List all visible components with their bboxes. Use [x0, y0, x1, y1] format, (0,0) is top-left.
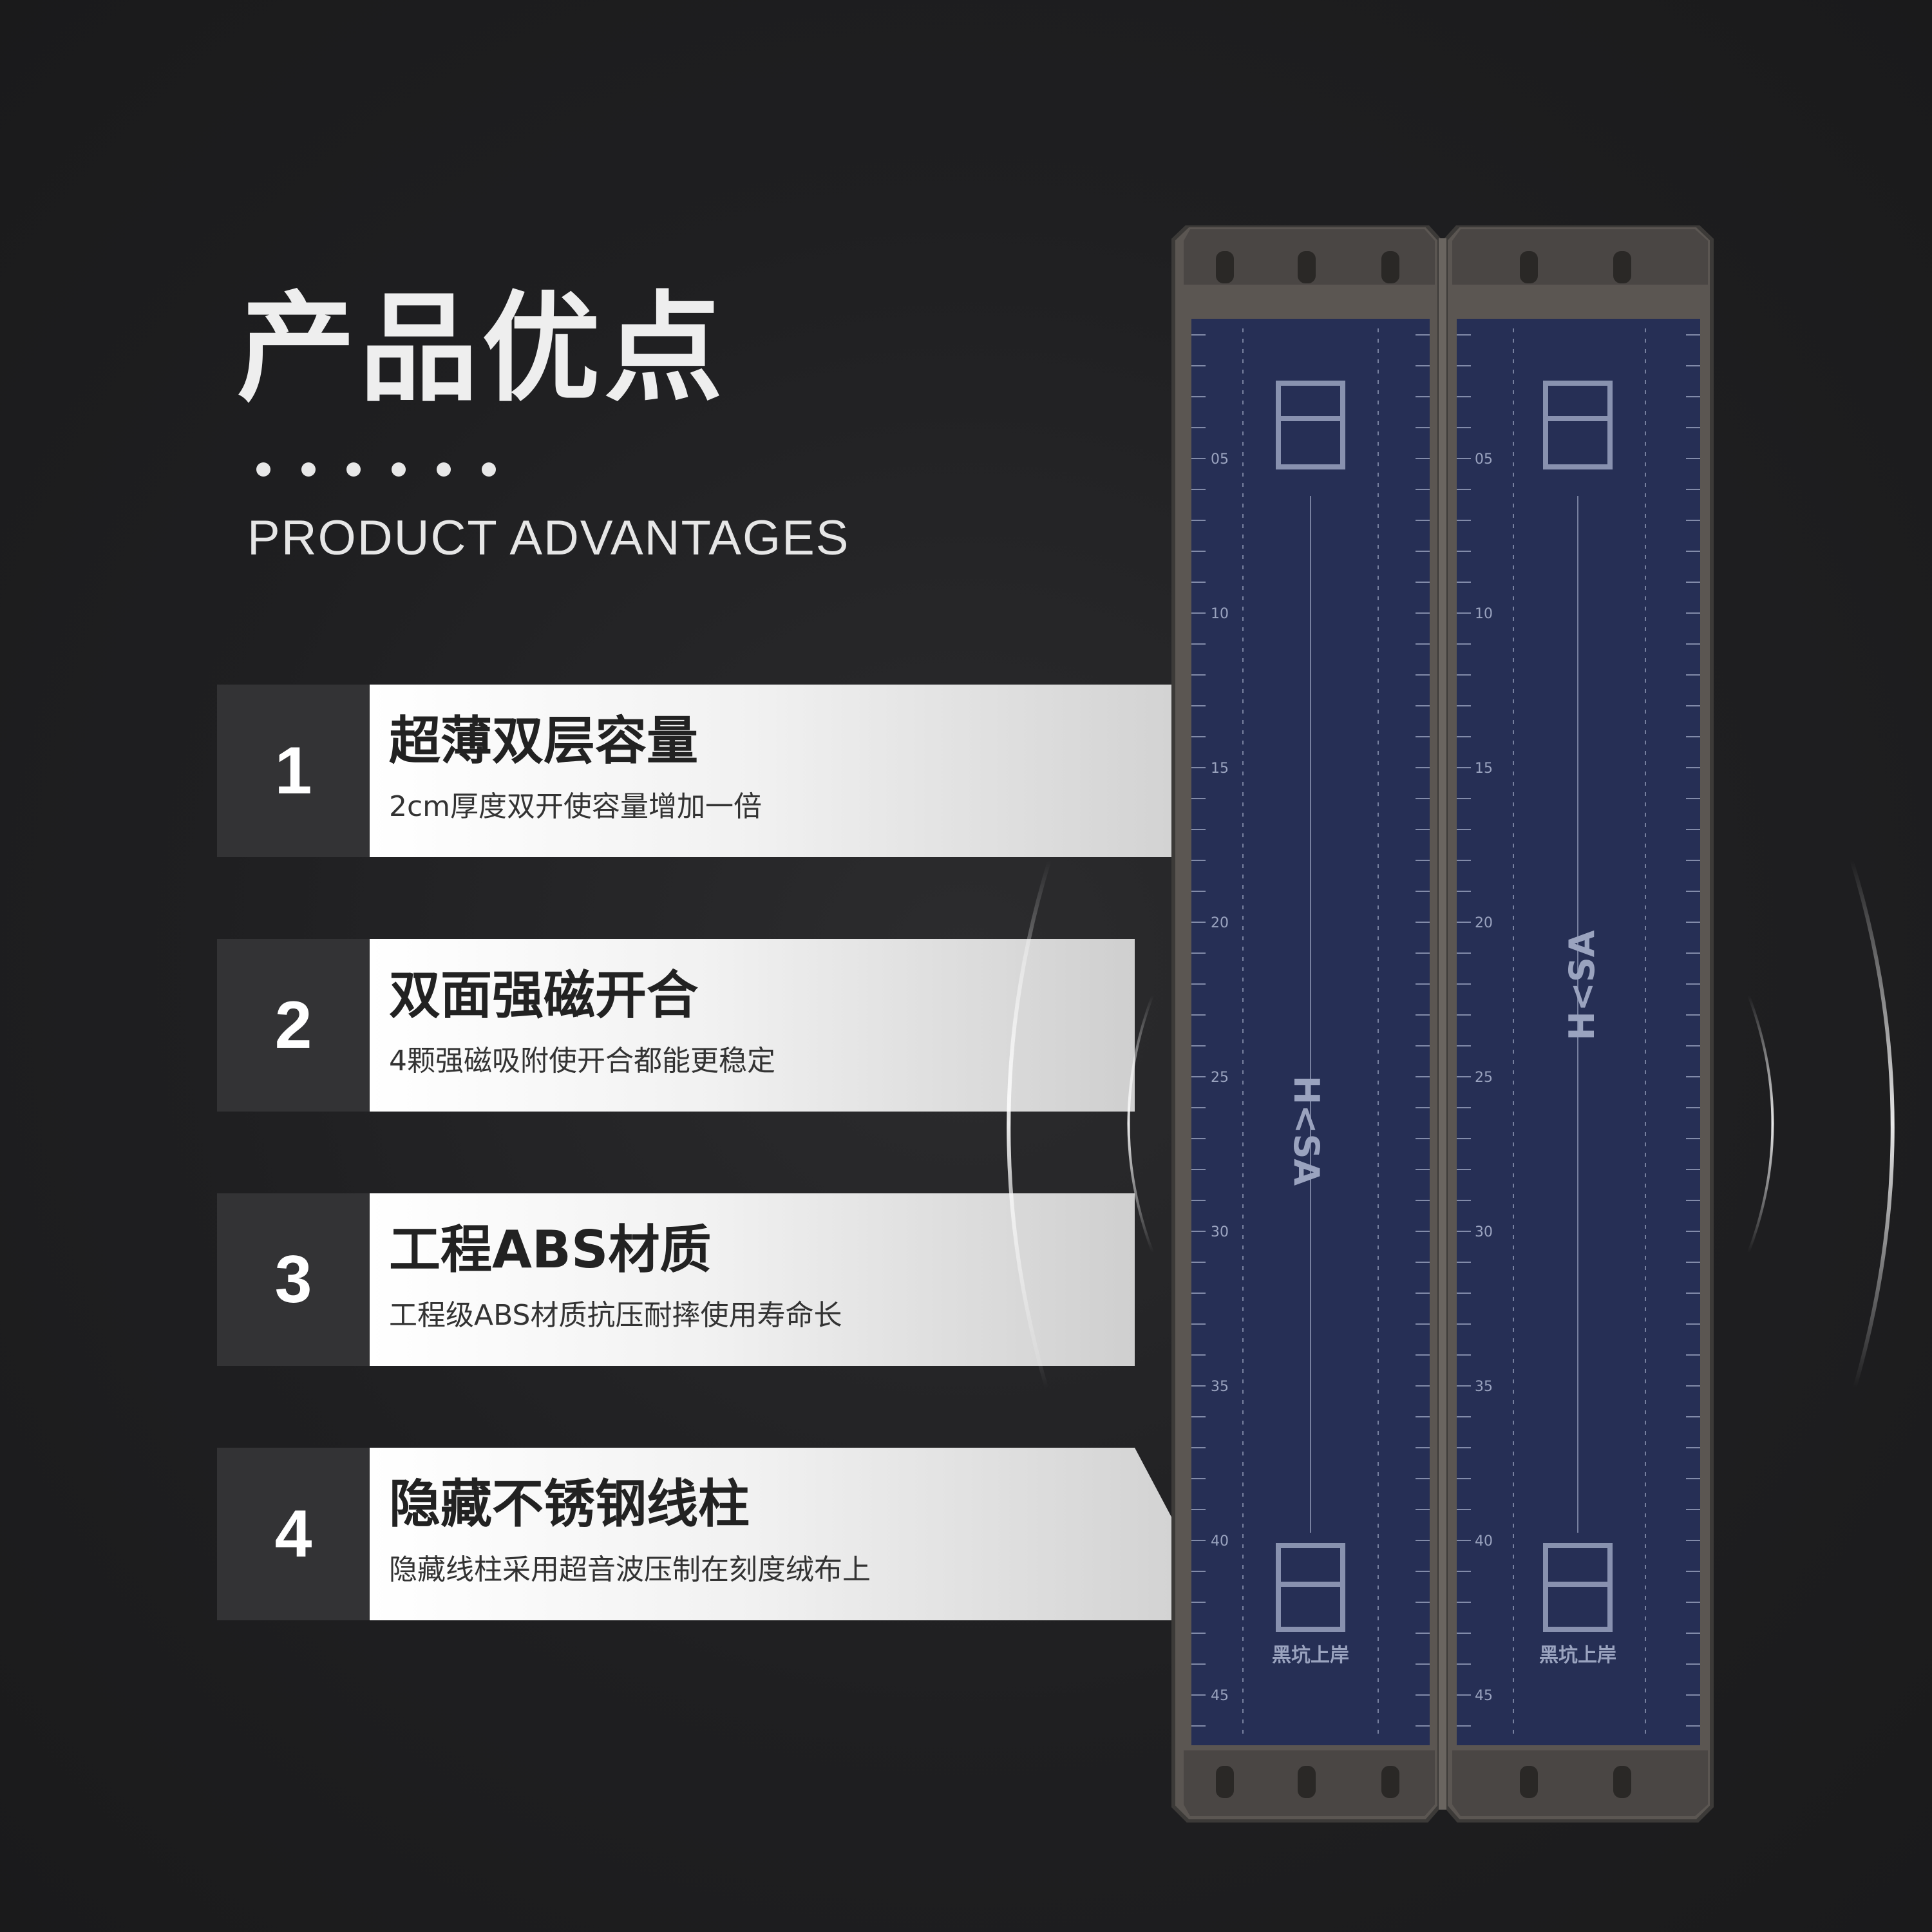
- brand-cn-label: 黑坑上岸: [1539, 1644, 1616, 1667]
- advantage-desc: 隐藏线柱采用超音波压制在刻度绒布上: [389, 1553, 871, 1586]
- scale-label: 40: [1475, 1533, 1493, 1549]
- left-panel: H<SA: [1171, 225, 1441, 1823]
- advantage-number: 1: [217, 685, 370, 857]
- advantage-number: 3: [217, 1193, 370, 1366]
- advantage-label: 超薄双层容量 2cm厚度双开使容量增加一倍: [370, 685, 1224, 857]
- decorative-dots: [256, 462, 496, 477]
- dot-icon: [482, 462, 496, 477]
- brand-cn-labels: 黑坑上岸 黑坑上岸: [1272, 1644, 1616, 1667]
- advantage-label: 隐藏不锈钢线柱 隐藏线柱采用超音波压制在刻度绒布上: [370, 1448, 1226, 1620]
- advantage-label: 工程ABS材质 工程级ABS材质抗压耐摔使用寿命长: [370, 1193, 1135, 1366]
- scale-label: 10: [1211, 606, 1229, 622]
- dot-icon: [346, 462, 361, 477]
- hinge: [1439, 238, 1446, 1810]
- advantage-desc: 工程级ABS材质抗压耐摔使用寿命长: [389, 1299, 842, 1332]
- scale-label: 35: [1211, 1379, 1229, 1395]
- right-panel: H<SA: [1444, 225, 1714, 1823]
- advantage-card-1: 1 超薄双层容量 2cm厚度双开使容量增加一倍: [217, 685, 1224, 857]
- page-title: 产品优点: [237, 280, 727, 418]
- scale-label: 30: [1211, 1224, 1229, 1240]
- scale-label: 05: [1475, 451, 1493, 468]
- scale-label: 45: [1211, 1688, 1229, 1704]
- brand-cn-label: 黑坑上岸: [1272, 1644, 1349, 1667]
- scale-label: 20: [1475, 915, 1493, 931]
- dot-icon: [256, 462, 270, 477]
- dot-icon: [301, 462, 316, 477]
- scale-label: 15: [1211, 761, 1229, 777]
- advantage-desc: 4颗强磁吸附使开合都能更稳定: [389, 1045, 775, 1077]
- rig-box-image: H<SA H<SA: [1171, 225, 1714, 1823]
- scale-label: 30: [1475, 1224, 1493, 1240]
- advantage-number: 2: [217, 939, 370, 1112]
- advantage-title: 隐藏不锈钢线柱: [389, 1474, 750, 1534]
- scale-label: 40: [1211, 1533, 1229, 1549]
- advantage-title: 双面强磁开合: [389, 965, 698, 1025]
- svg-text:H<SA: H<SA: [1562, 930, 1602, 1040]
- svg-text:H<SA: H<SA: [1286, 1075, 1327, 1186]
- advantage-card-4: 4 隐藏不锈钢线柱 隐藏线柱采用超音波压制在刻度绒布上: [217, 1448, 1226, 1620]
- advantage-title: 超薄双层容量: [389, 711, 698, 771]
- advantage-card-3: 3 工程ABS材质 工程级ABS材质抗压耐摔使用寿命长: [217, 1193, 1135, 1366]
- scale-numbers: 05 10 15 20 25 30 35 40 45 05 10 15 20 2…: [1211, 451, 1493, 1704]
- scale-ticks: [1191, 334, 1700, 1727]
- advantage-desc: 2cm厚度双开使容量增加一倍: [389, 790, 762, 823]
- advantage-card-2: 2 双面强磁开合 4颗强磁吸附使开合都能更稳定: [217, 939, 1135, 1112]
- dot-icon: [392, 462, 406, 477]
- advantage-number: 4: [217, 1448, 370, 1620]
- page-subtitle: PRODUCT ADVANTAGES: [247, 511, 850, 565]
- scale-label: 35: [1475, 1379, 1493, 1395]
- scale-label: 25: [1475, 1070, 1493, 1086]
- scale-label: 45: [1475, 1688, 1493, 1704]
- dot-icon: [437, 462, 451, 477]
- advantage-title: 工程ABS材质: [389, 1220, 712, 1280]
- scale-label: 20: [1211, 915, 1229, 931]
- scale-label: 05: [1211, 451, 1229, 468]
- advantage-label: 双面强磁开合 4颗强磁吸附使开合都能更稳定: [370, 939, 1135, 1112]
- scale-label: 25: [1211, 1070, 1229, 1086]
- scale-label: 10: [1475, 606, 1493, 622]
- scale-label: 15: [1475, 761, 1493, 777]
